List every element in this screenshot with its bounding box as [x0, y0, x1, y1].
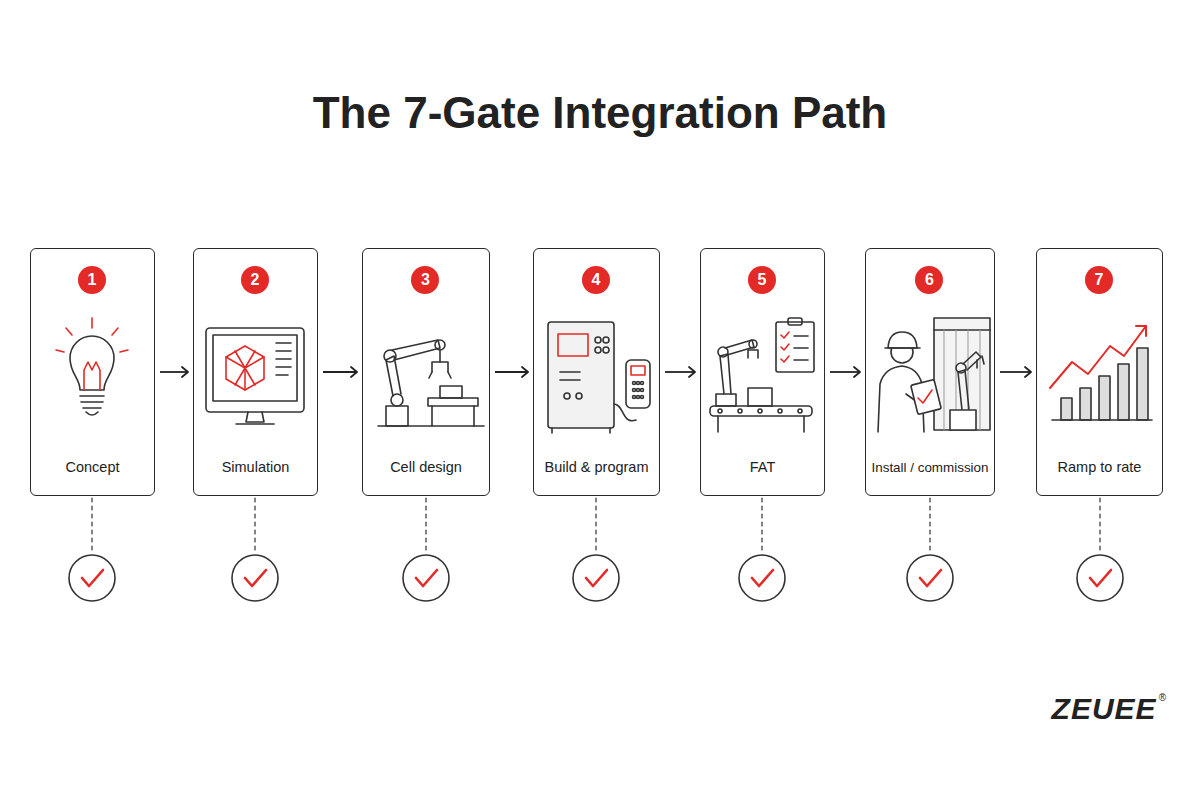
step-badge: 1	[78, 266, 106, 294]
gate-label: Ramp to rate	[1037, 459, 1162, 475]
gate-label: Simulation	[194, 459, 317, 475]
step-number: 1	[87, 272, 96, 288]
fat-test-icon	[710, 318, 814, 432]
gate-label: Concept	[31, 459, 154, 475]
monitor-icon	[206, 328, 304, 424]
gate-box: 5FAT	[700, 248, 825, 496]
flow-arrow	[323, 371, 357, 373]
registered-mark: ®	[1159, 692, 1166, 703]
step-badge: 6	[915, 266, 943, 294]
flow-arrow	[830, 371, 860, 373]
logo-wordmark: ZEUEE	[1052, 692, 1157, 726]
growth-chart-icon	[1050, 326, 1152, 420]
step-number: 3	[421, 272, 430, 288]
technician-cell-icon	[878, 318, 990, 432]
gate-checks	[69, 498, 1123, 601]
step-badge: 3	[411, 266, 439, 294]
step-badge: 4	[582, 266, 610, 294]
gate-box: 4Build & program	[533, 248, 660, 496]
gate-box: 3Cell design	[362, 248, 490, 496]
step-number: 2	[250, 272, 259, 288]
step-badge: 2	[241, 266, 269, 294]
step-number: 6	[925, 272, 934, 288]
gate-box: 6Install / commission	[865, 248, 995, 496]
flow-arrow	[665, 371, 695, 373]
control-cabinet-icon	[548, 322, 650, 433]
step-number: 7	[1094, 272, 1103, 288]
step-number: 4	[591, 272, 600, 288]
lightbulb-icon	[56, 318, 128, 415]
flow-arrow	[495, 371, 528, 373]
flow-arrow	[1000, 371, 1031, 373]
gate-label: Build & program	[534, 459, 659, 475]
gate-label: Install / commission	[866, 460, 994, 475]
gate-box: 1Concept	[30, 248, 155, 496]
step-badge: 5	[748, 266, 776, 294]
robot-arm-icon	[378, 340, 484, 426]
gate-box: 2Simulation	[193, 248, 318, 496]
diagram-title: The 7-Gate Integration Path	[0, 88, 1200, 138]
step-number: 5	[757, 272, 766, 288]
flow-arrow	[160, 371, 188, 373]
gate-label: FAT	[701, 459, 824, 475]
brand-logo: ZEUEE®	[1052, 692, 1166, 726]
step-badge: 7	[1085, 266, 1113, 294]
gate-label: Cell design	[363, 459, 489, 475]
gate-box: 7Ramp to rate	[1036, 248, 1163, 496]
